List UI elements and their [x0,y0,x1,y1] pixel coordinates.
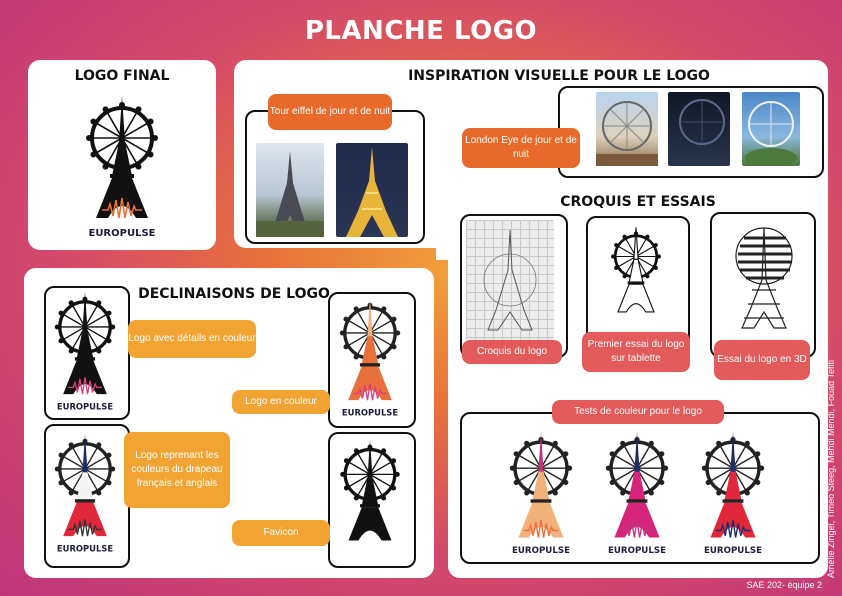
panel-logo-final: LOGO FINAL EUROPULSE [28,60,216,250]
label-london-eye: London Eye de jour et de nuit [462,128,580,168]
logo-tower-platform [74,499,96,503]
logo-pulse-wave [523,520,559,538]
logo-tower-spire [367,439,373,478]
logo-tower-base [348,507,392,541]
logo-tower-middle [76,472,94,501]
color-test-peach-logo: EUROPULSE [509,431,573,556]
label-favicon: Favicon [232,520,330,546]
london-eye-third-wheel [745,101,797,166]
logo-tower-middle [112,142,132,176]
label-croquis-logo: Croquis du logo [462,340,562,364]
logo-tower-spire [82,433,88,473]
premier-essai-logo [611,227,661,313]
logo-tower-spire [82,291,88,331]
logo-tower-middle [628,258,644,284]
logo-en-couleur: EUROPULSE [339,297,401,417]
label-logo-couleur: Logo en couleur [232,390,330,414]
section-title-logo-final: LOGO FINAL [74,68,170,84]
logo-tower-middle [532,471,550,502]
logo-pulse-wave [68,377,102,395]
logo-tower-spire [730,431,736,472]
logo-pulse-wave [102,197,142,219]
logo-brand-text: EUROPULSE [57,543,113,553]
logo-pulse-wave [715,520,751,538]
final-logo: EUROPULSE [86,96,159,239]
logo-tower-spire [538,431,544,472]
logo-tower-platform [360,504,380,508]
logo-pulse-wave [68,519,102,537]
logo-tower-platform [627,281,645,285]
logo-tower-middle [361,477,379,506]
color-test-flag-logo: EUROPULSE [701,431,765,556]
essai-3d-box [710,212,816,358]
logo-tower-platform [626,499,648,503]
label-tour-eiffel: Tour eiffel de jour et de nuit [268,94,392,130]
logo-tower-spire [634,431,640,472]
page-title: PLANCHE LOGO [304,16,538,46]
logo-tower-middle [76,330,94,359]
logo-tower-platform [530,499,552,503]
logo-tower-base [617,283,655,313]
logo-tower-spire [367,297,373,337]
logo-tower-platform [110,174,134,178]
section-title-declinaisons: DECLINAISONS DE LOGO [138,286,330,302]
logo-brand-text: EUROPULSE [608,546,666,556]
section-title-croquis: CROQUIS ET ESSAIS [560,194,716,210]
label-drapeau: Logo reprenant les couleurs du drapeau f… [124,432,230,508]
logo-tower-platform [74,357,96,361]
logo-brand-text: EUROPULSE [512,546,570,556]
logo-tower-middle [724,471,742,502]
logo-tower-middle [628,471,646,502]
logo-tower-spire [119,96,125,142]
logo-tower-platform [722,499,744,503]
croquis-sketch [483,229,537,331]
logo-brand-text: EUROPULSE [342,407,398,417]
label-essai-3d: Essai du logo en 3D [714,340,810,380]
section-title-inspiration: INSPIRATION VISUELLE POUR LE LOGO [408,68,710,84]
logo-pulse-wave [353,383,387,401]
eiffel-day-silhouette [256,151,324,237]
logo-pulse-wave [619,520,655,538]
london-eye-day-wheel [596,101,658,166]
favicon-logo [340,439,400,541]
london-eye-night-wheel [679,99,725,145]
authors-credit: Amélie Zingel, Timéo Steeg, Mehdi Mendi,… [826,360,836,578]
label-details-couleur: Logo avec détails en couleur [128,320,256,358]
logo-drapeau: EUROPULSE [54,433,116,553]
logo-brand-text: EUROPULSE [57,401,113,411]
color-test-pink-logo: EUROPULSE [605,431,669,556]
logo-tower-middle [361,336,379,365]
logo-brand-text: EUROPULSE [704,546,762,556]
footer-team: SAE 202- équipe 2 [746,580,822,590]
label-premier-essai: Premier essai du logo sur tablette [582,332,690,372]
london-eye-night-photo [668,92,730,166]
label-tests-couleur: Tests de couleur pour le logo [552,400,724,424]
logo-brand-text: EUROPULSE [88,228,155,239]
essai-3d-render [735,227,793,329]
eiffel-night-silhouette [346,147,398,237]
logo-tower-platform [359,363,381,367]
logo-details-couleur: EUROPULSE [54,291,116,411]
logo-wheel-spokes [611,231,661,282]
